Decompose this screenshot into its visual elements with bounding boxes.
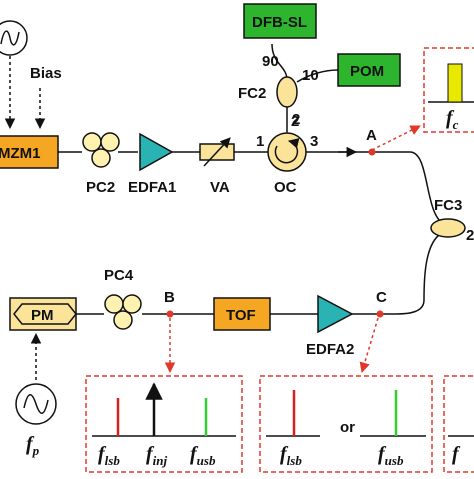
tof-label: TOF [226,307,256,324]
mzm1-modulator: MZM1 [0,135,59,169]
oc-port-1: 1 [256,133,264,150]
fc2-port-2: 2 [291,113,299,130]
point-c-probe [359,317,379,374]
fusb-label-c: fusb [378,443,404,468]
spectrum-b-panel: flsb finj fusb [85,375,243,473]
fc2-port-10: 10 [302,67,319,84]
pc4-label: PC4 [104,267,134,284]
fusb-label-b: fusb [190,443,216,468]
dfb-sl-laser: DFB-SL [243,3,317,39]
edfa2-amplifier [317,294,354,334]
finj-label-b: finj [146,443,168,468]
edfa2-label: EDFA2 [306,341,354,358]
point-b-label: B [164,289,175,306]
point-a-probe [371,125,421,151]
bias-label: Bias [30,65,62,82]
pc4-polarization-controller [104,294,142,330]
point-a-label: A [366,127,377,144]
pc2-polarization-controller [82,132,120,168]
edfa1-amplifier [139,132,174,172]
fc2-coupler [276,76,298,108]
va-attenuator [199,137,235,167]
flsb-label-b: flsb [98,443,120,468]
dfb-sl-label: DFB-SL [252,14,307,31]
fc3-coupler [430,218,466,238]
flsb-label-c: flsb [280,443,302,468]
edfa1-label: EDFA1 [128,179,176,196]
va-label: VA [210,179,230,196]
fc-carrier-line [447,63,463,103]
rf-source-top [0,20,28,56]
rf-source-bottom [15,383,57,425]
pm-modulator: PM [9,297,77,331]
point-c-marker [376,310,384,318]
oc-circulator [267,132,307,172]
fc-label: fc [446,107,459,132]
spectrum-fc-panel: fc [423,47,474,133]
oc-port-3: 3 [310,133,318,150]
fc3-port-2: 2 [466,227,474,244]
fc2-port-90: 90 [262,53,279,70]
or-label: or [340,419,355,436]
point-c-label: C [376,289,387,306]
fc2-label: FC2 [238,85,266,102]
tof-filter: TOF [213,297,271,331]
fc3-label: FC3 [434,197,462,214]
pm-label: PM [31,307,54,324]
fp-label: fp [26,433,40,458]
spectrum-c-panel: or flsb fusb [259,375,433,473]
pc2-label: PC2 [86,179,115,196]
oc-port-2: 2 [292,111,300,128]
oc-label: OC [274,179,297,196]
fiber-links-top [58,43,445,315]
pom-label: POM [350,63,384,80]
pom-monitor: POM [337,53,401,87]
f-label-right-partial: f [452,443,461,465]
point-b-marker [166,310,174,318]
spectrum-right-panel-partial: f [443,375,474,473]
point-a-marker [368,148,376,156]
mzm1-label: MZM1 [0,145,41,162]
